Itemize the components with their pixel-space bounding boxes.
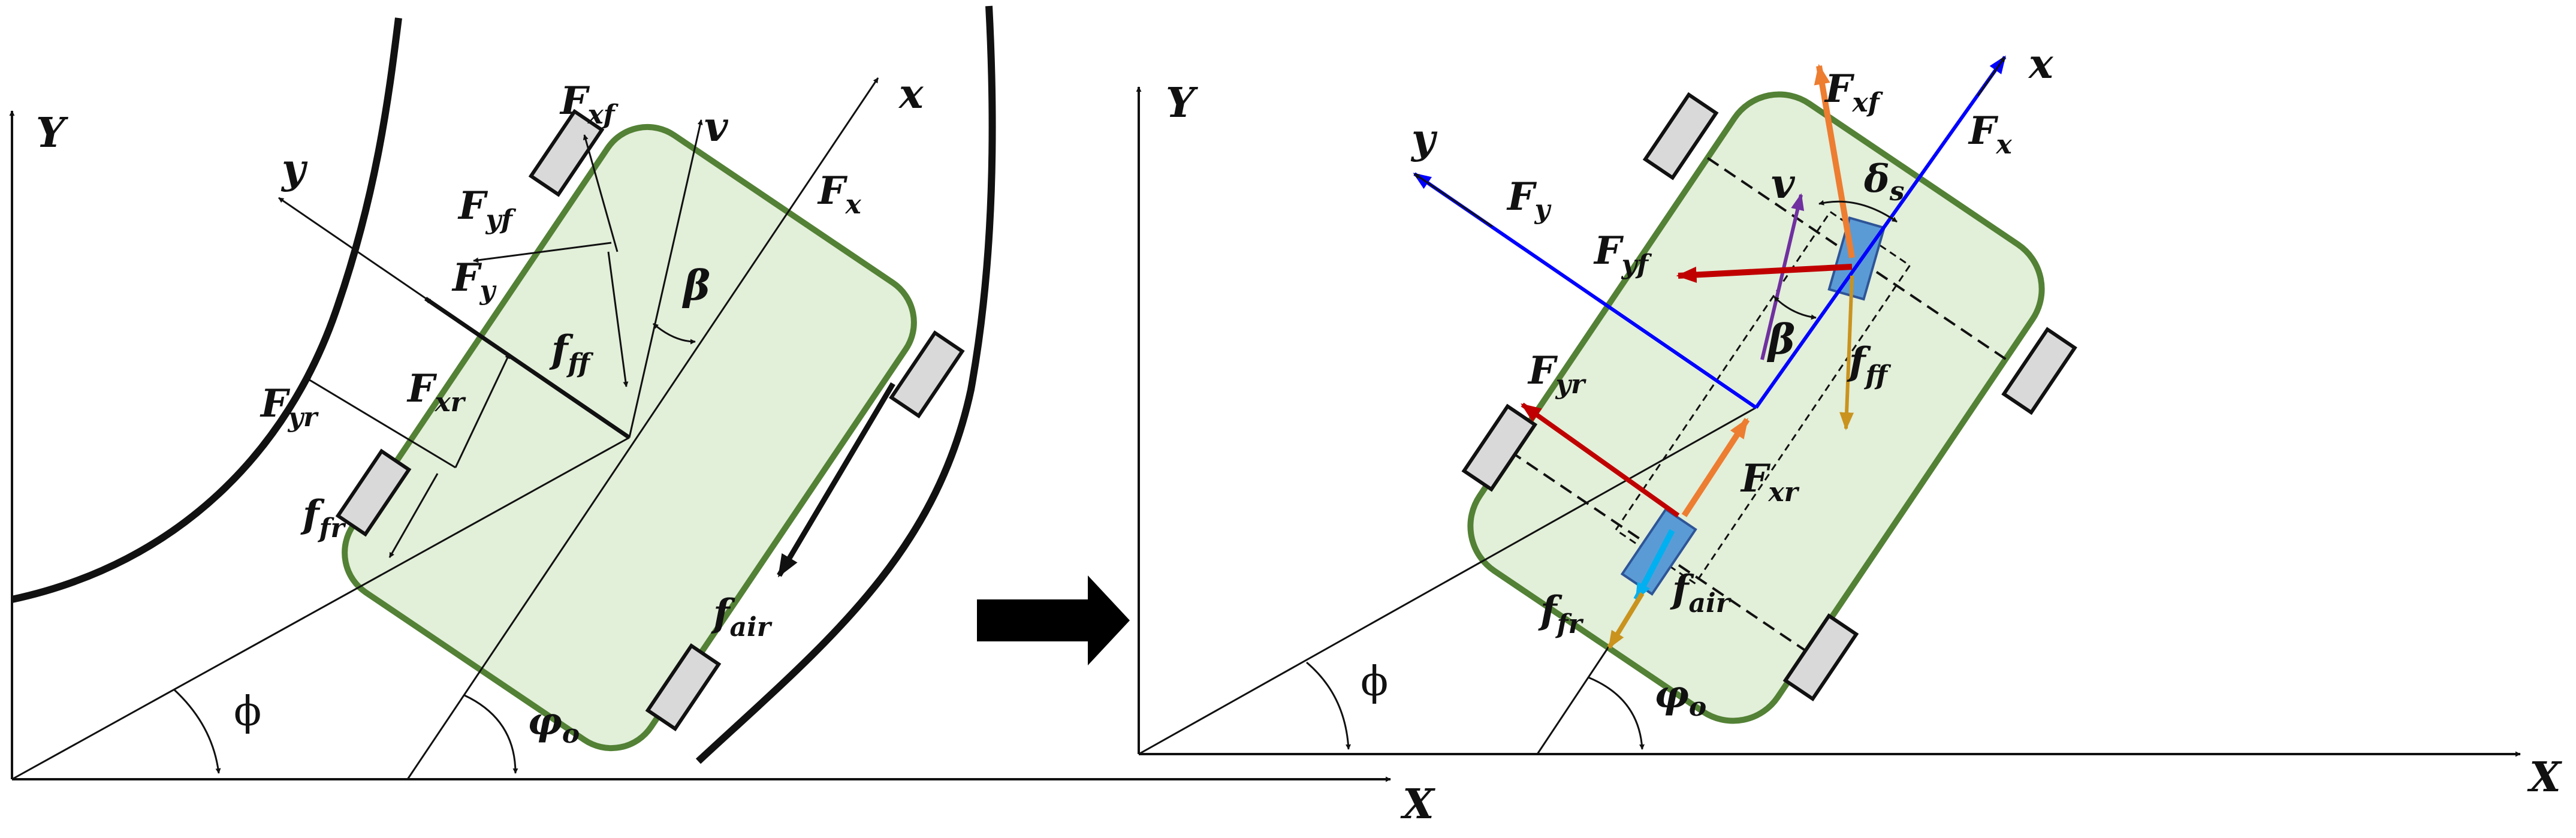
right-force-fair bbox=[1633, 529, 1675, 601]
left-label-phio: φo bbox=[527, 699, 580, 749]
wheel-front-left bbox=[528, 108, 605, 197]
left-force-fff bbox=[607, 251, 629, 387]
road-inner-edge bbox=[11, 17, 402, 603]
left-label-fair: fair bbox=[711, 591, 773, 643]
right-force-fyf bbox=[1676, 264, 1853, 284]
wheel-front-right bbox=[889, 330, 965, 418]
left-label-Y: Y bbox=[36, 109, 68, 157]
right-label-fxf: Fxf bbox=[1824, 67, 1884, 118]
left-label-fy: Fy bbox=[451, 255, 497, 306]
right-label-X: X bbox=[2527, 753, 2562, 801]
right-force-fff bbox=[1839, 275, 1854, 430]
left-phi-arc bbox=[173, 688, 221, 774]
left-velocity-vector bbox=[628, 119, 703, 438]
right-label-fy: Fy bbox=[1506, 174, 1552, 225]
left-label-ffr: ffr bbox=[300, 492, 346, 544]
wheel-front-right bbox=[2001, 327, 2077, 415]
right-phio-arc bbox=[1588, 676, 1645, 750]
left-label-phi: ϕ bbox=[234, 688, 261, 735]
right-force-ffr bbox=[1607, 592, 1645, 649]
left-label-x: x bbox=[898, 70, 924, 118]
right-force-fxr bbox=[1681, 418, 1750, 517]
transition-arrow-icon bbox=[977, 575, 1130, 665]
wheel-rear-right bbox=[1782, 613, 1859, 702]
right-label-beta: β bbox=[1766, 316, 1795, 364]
left-beta-arc bbox=[653, 322, 696, 345]
wheel-rear-right bbox=[645, 643, 722, 731]
right-label-fx: Fx bbox=[1968, 108, 2012, 160]
right-label-phio: φo bbox=[1654, 672, 1706, 722]
left-force-fair bbox=[777, 382, 895, 578]
right-label-Y: Y bbox=[1166, 79, 1198, 127]
left-label-fxr: Fxr bbox=[406, 366, 466, 418]
right-phi-arc bbox=[1306, 661, 1352, 750]
right-beta-arc bbox=[1773, 296, 1817, 320]
right-label-x: x bbox=[2028, 40, 2054, 88]
right-label-v: v bbox=[1771, 160, 1796, 208]
wheel-rear-left bbox=[335, 448, 412, 537]
right-velocity-vector bbox=[1760, 193, 1805, 360]
left-force-fy bbox=[424, 297, 631, 439]
right-force-fyr bbox=[1521, 402, 1680, 518]
left-force-fxr bbox=[454, 353, 511, 468]
right-label-y: y bbox=[1410, 115, 1438, 163]
left-label-fff: fff bbox=[549, 327, 594, 379]
left-force-fyr bbox=[305, 376, 456, 469]
right-label-phi: ϕ bbox=[1361, 658, 1388, 706]
left-body-x-axis bbox=[406, 77, 879, 780]
right-body-x-tip bbox=[1977, 56, 2006, 97]
left-force-fxf bbox=[583, 134, 619, 252]
left-label-v: v bbox=[704, 103, 729, 151]
left-force-ffr bbox=[388, 473, 439, 558]
left-label-fyr: Fyr bbox=[260, 381, 319, 433]
right-position-line bbox=[1138, 406, 1757, 755]
right-steer-arc bbox=[1818, 200, 1898, 223]
front-tire-block bbox=[1827, 216, 1886, 301]
right-label-fair: fair bbox=[1670, 567, 1732, 619]
left-label-fx: Fx bbox=[817, 168, 861, 220]
left-label-fxf: Fxf bbox=[559, 79, 619, 130]
left-label-X: X bbox=[1400, 780, 1435, 828]
right-label-fxr: Fxr bbox=[1740, 456, 1800, 508]
left-phio-arc bbox=[464, 694, 518, 774]
wheel-front-left bbox=[1642, 92, 1719, 180]
right-panel: Y X y x v β δs ϕ φo Fxf Fx Fy Fyf fff Fy… bbox=[1136, 40, 2562, 801]
left-force-fyf bbox=[473, 242, 612, 263]
right-force-fxf bbox=[1814, 64, 1855, 258]
road-outer-edge bbox=[695, 5, 996, 764]
right-label-fyr: Fyr bbox=[1527, 348, 1586, 400]
left-label-y: y bbox=[280, 145, 308, 193]
right-body-x-axis bbox=[1754, 55, 2007, 409]
left-label-fyf: Fyf bbox=[457, 183, 517, 235]
right-label-steer: δs bbox=[1863, 156, 1904, 207]
right-heading-line bbox=[1536, 632, 1619, 755]
left-label-beta: β bbox=[681, 262, 710, 310]
right-body-y-tip bbox=[1414, 173, 1493, 228]
right-label-fyf: Fyf bbox=[1593, 228, 1652, 280]
left-position-line bbox=[11, 436, 630, 780]
left-panel: Y X y x v β ϕ φo Fxf Fyf Fx Fy fff Fxr F… bbox=[9, 5, 1435, 828]
